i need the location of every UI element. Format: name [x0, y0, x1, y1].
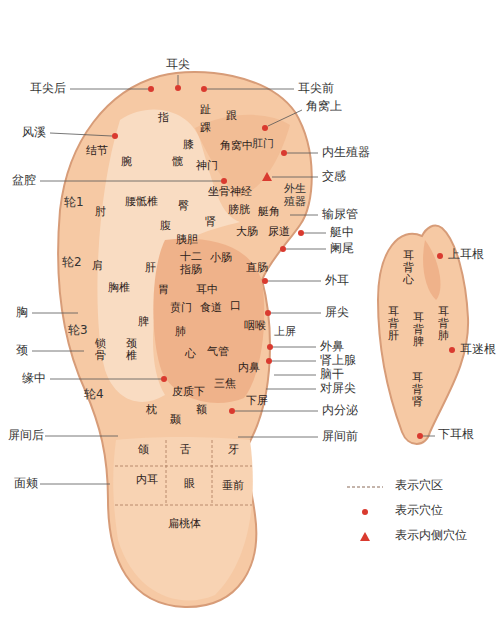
zone-label: 牙 [228, 444, 239, 457]
zone-label: 颞 [170, 414, 181, 427]
zone-label: 趾 [200, 104, 211, 117]
callout-label: 耳迷根 [460, 343, 496, 357]
zone-label: 肝 [145, 262, 156, 275]
zone-label: 眼 [184, 478, 195, 491]
zone-label: 尿道 [268, 226, 290, 239]
zone-label: 肺 [175, 326, 186, 339]
zone-label: 跟 [226, 110, 237, 123]
zone-label: 指 [158, 112, 169, 125]
legend-sample [345, 480, 385, 494]
zone-label: 膝 [183, 139, 194, 152]
zone-label: 膀胱 [228, 204, 250, 217]
zone-label: 肘 [95, 206, 106, 219]
callout-label: 上屏 [274, 326, 296, 339]
zone-label: 小肠 [210, 252, 232, 265]
zone-label: 臀 [178, 200, 189, 213]
callout-label: 外鼻 [320, 340, 344, 354]
callout-label: 对屏尖 [320, 382, 356, 396]
callout-label: 胸 [16, 306, 28, 320]
zone-label: 垂前 [222, 480, 244, 493]
callout-label: 肾上腺 [320, 354, 356, 368]
zone-label: 气管 [207, 346, 229, 359]
zone-label: 口 [230, 300, 241, 313]
callout-label: 内分泌 [322, 404, 358, 418]
zone-label: 大肠 [236, 226, 258, 239]
callout-label: 肛门 [252, 138, 274, 151]
legend-sample [345, 530, 385, 544]
zone-label: 十二指肠 [180, 250, 202, 276]
legend-text: 表示穴区 [395, 479, 443, 493]
callout-label: 轮4 [84, 388, 104, 402]
zone-label: 神门 [196, 160, 218, 173]
callout-label: 耳尖后 [30, 82, 66, 96]
callout-label: 屏间前 [322, 430, 358, 444]
zone-label: 耳中 [196, 284, 218, 297]
callout-label: 轮2 [62, 256, 82, 270]
callout-label: 耳尖前 [298, 82, 334, 96]
zone-label: 贲门 [170, 302, 192, 315]
zone-label: 颌 [138, 444, 149, 457]
zone-label: 角窝中 [220, 140, 253, 153]
zone-label: 腕 [121, 156, 132, 169]
zone-label: 心 [185, 348, 196, 361]
callout-label: 面颊 [14, 477, 38, 491]
callout-label: 屏尖 [325, 306, 349, 320]
callout-label: 角窝上 [306, 100, 342, 114]
zone-label: 内耳 [136, 474, 158, 487]
callout-label: 轮1 [64, 196, 84, 210]
callout-label: 缘中 [22, 372, 46, 386]
zone-label: 额 [196, 404, 207, 417]
zone-label: 直肠 [246, 262, 268, 275]
zone-label: 踝 [200, 122, 211, 135]
zone-label: 胃 [158, 284, 169, 297]
zone-label: 耳背肝 [388, 306, 399, 342]
zone-label: 胰胆 [176, 234, 198, 247]
callout-label: 内生殖器 [322, 146, 370, 160]
zone-label: 枕 [146, 404, 157, 417]
callout-label: 外生殖器 [284, 182, 306, 208]
zone-label: 耳背肾 [412, 372, 423, 408]
zone-label: 咽喉 [244, 320, 266, 333]
zone-label: 三焦 [214, 378, 236, 391]
zone-label: 耳背脾 [413, 312, 424, 348]
zone-label: 肾 [205, 216, 216, 229]
callout-label: 脑干 [320, 368, 344, 382]
callout-label: 输尿管 [322, 208, 358, 222]
zone-label: 结节 [86, 145, 108, 158]
callout-label: 颈 [16, 344, 28, 358]
callout-label: 盆腔 [12, 174, 36, 188]
zone-label: 耳背心 [403, 250, 414, 286]
legend-text: 表示内侧穴位 [395, 529, 467, 543]
callout-label: 风溪 [22, 126, 46, 140]
zone-label: 锁骨 [95, 338, 106, 362]
zone-label: 艇角 [258, 206, 280, 219]
zone-label: 髋 [172, 156, 183, 169]
zone-label: 脾 [138, 316, 149, 329]
legend-sample [345, 505, 385, 519]
zone-label: 下屏 [246, 395, 268, 408]
zone-label: 舌 [180, 444, 191, 457]
zone-label: 内鼻 [238, 362, 260, 375]
zone-label: 腹 [160, 220, 171, 233]
zone-label: 肩 [92, 260, 103, 273]
zone-label: 皮质下 [172, 386, 205, 399]
callout-label: 轮3 [68, 324, 88, 338]
callout-label: 阑尾 [330, 242, 354, 256]
zone-label: 扁桃体 [168, 518, 201, 531]
callout-label: 下耳根 [438, 428, 474, 442]
callout-label: 上耳根 [448, 248, 484, 262]
zone-label: 坐骨神经 [208, 186, 252, 199]
callout-label: 屏间后 [8, 429, 44, 443]
zone-label: 食道 [200, 302, 222, 315]
zone-label: 耳背肺 [438, 306, 449, 342]
zone-label: 颈椎 [126, 338, 137, 362]
callout-label: 交感 [322, 170, 346, 184]
zone-label: 胸椎 [108, 282, 130, 295]
callout-label: 耳尖 [166, 58, 190, 72]
legend-text: 表示穴位 [395, 504, 443, 518]
callout-label: 艇中 [330, 226, 354, 240]
callout-label: 外耳 [325, 274, 349, 288]
zone-label: 腰骶椎 [125, 196, 158, 209]
